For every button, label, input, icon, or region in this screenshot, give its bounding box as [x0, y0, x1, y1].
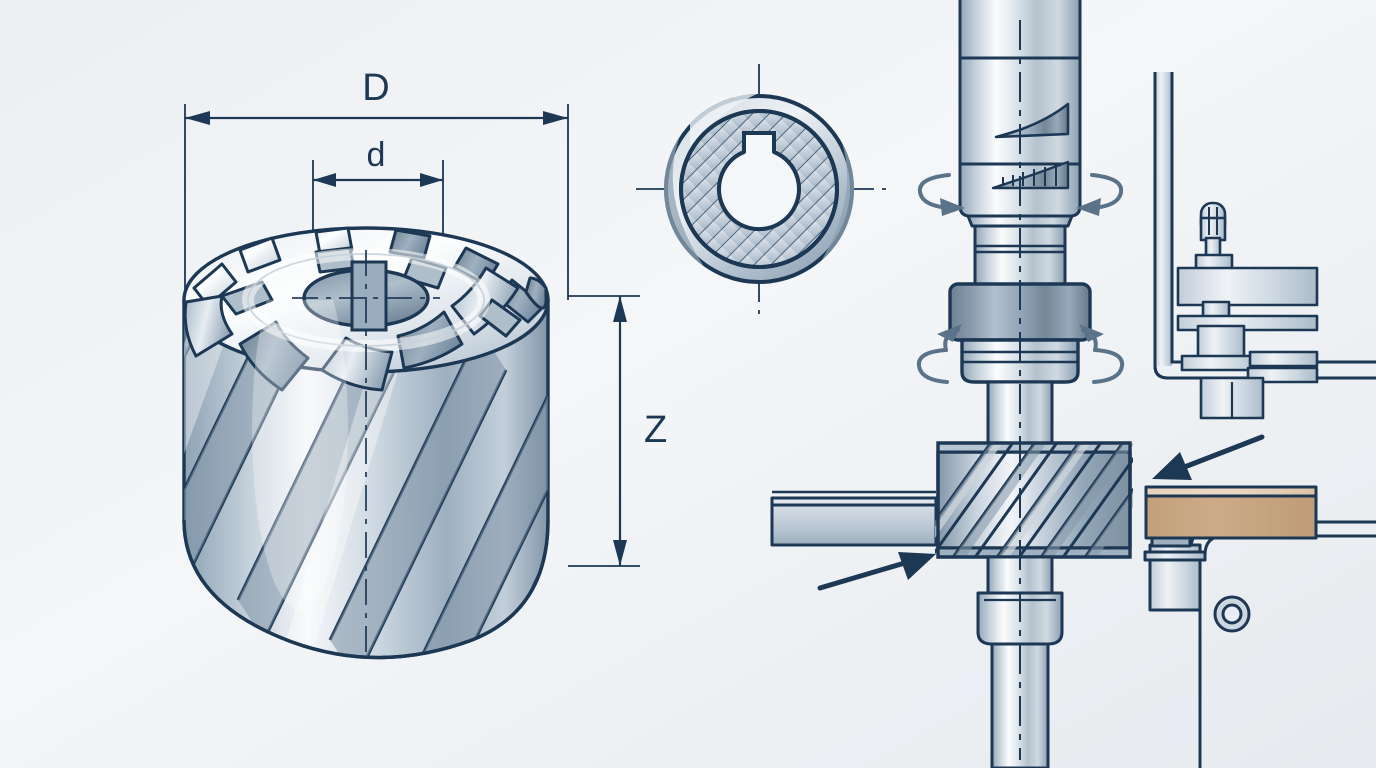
dimension-D: D [185, 67, 568, 125]
workpiece [1144, 485, 1318, 540]
rotation-arrow-lower-left [916, 324, 962, 384]
dimension-d: d [313, 136, 443, 187]
rotation-arrow-upper-left [917, 173, 965, 216]
hob-teeth [935, 443, 1133, 557]
machine-rail-bar [770, 490, 938, 547]
feed-arrow-right [1152, 434, 1265, 480]
rotation-arrow-upper-right [1076, 173, 1124, 216]
machine-assembly-view [770, 0, 1376, 768]
dimension-label-D: D [362, 67, 389, 109]
feed-arrow-left [817, 552, 936, 591]
dimension-Z: Z [613, 296, 667, 566]
dimension-label-Z: Z [644, 409, 667, 451]
hob-cutter [935, 441, 1133, 559]
rotation-arrow-lower-right [1079, 324, 1125, 384]
cutter-keyway [350, 260, 388, 332]
clamp-assembly [1176, 201, 1319, 420]
centerlines-left [292, 250, 440, 660]
dimension-extension-lines [184, 104, 640, 567]
body-highlight [252, 300, 348, 610]
dimension-label-d: d [367, 136, 386, 174]
gauge-wedge-smooth [994, 102, 1070, 139]
section-bore-keyway [717, 131, 801, 232]
